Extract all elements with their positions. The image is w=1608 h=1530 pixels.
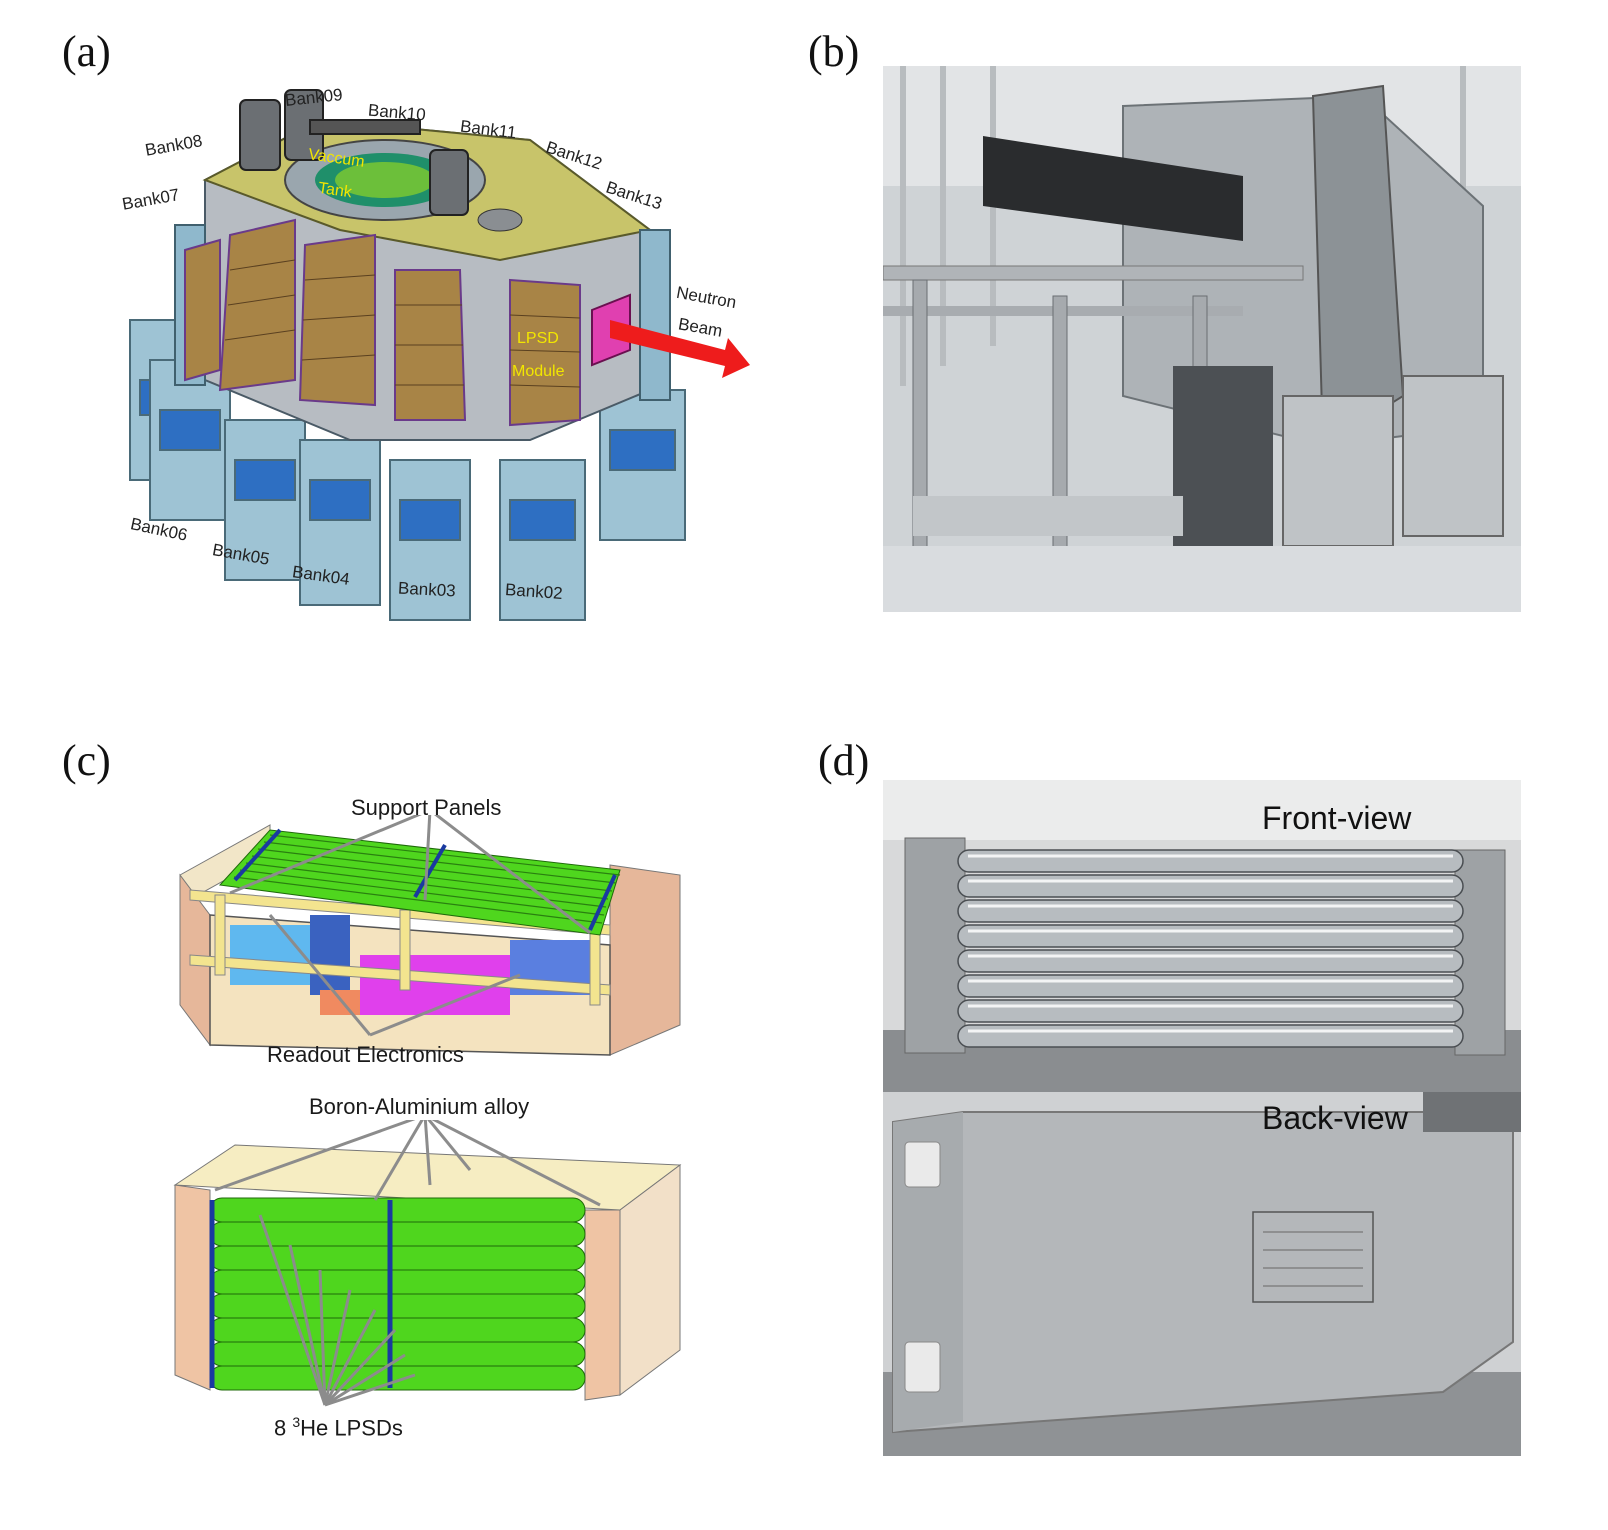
panel-c-top-module — [179, 815, 681, 1056]
vacuum-pumps — [239, 89, 469, 216]
panel-d-letter: (d) — [818, 736, 870, 785]
neutron-beam-arrow — [610, 320, 750, 378]
label-lpsd: LPSD — [517, 330, 559, 347]
lpsd-isotope-mass: 3 — [292, 1414, 301, 1430]
lpsd-name: He LPSDs — [300, 1415, 403, 1441]
label-bank03: Bank03 — [397, 578, 457, 601]
panel-c-bottom-module — [173, 1120, 682, 1407]
detector-modules — [184, 218, 581, 427]
panel-a-letter: (a) — [62, 27, 111, 76]
panel-b-letter: (b) — [808, 27, 860, 76]
panel-b-photo — [883, 66, 1521, 612]
panel-d-back-photo — [883, 1092, 1521, 1456]
label-support-panels: Support Panels — [351, 795, 502, 820]
lpsd-count: 8 — [274, 1415, 293, 1441]
label-boron-aluminium: Boron-Aluminium alloy — [309, 1094, 530, 1119]
label-back-view: Back-view — [1262, 1100, 1408, 1136]
label-readout-electronics: Readout Electronics — [267, 1042, 464, 1067]
label-lpsds: 8 3He LPSDs — [274, 1414, 403, 1441]
label-module: Module — [512, 363, 565, 380]
panel-c-letter: (c) — [62, 736, 111, 785]
label-front-view: Front-view — [1262, 800, 1412, 836]
label-bank02: Bank02 — [504, 580, 564, 603]
panel-a-diagram — [129, 89, 750, 621]
panel-d-front-photo — [883, 780, 1521, 1092]
